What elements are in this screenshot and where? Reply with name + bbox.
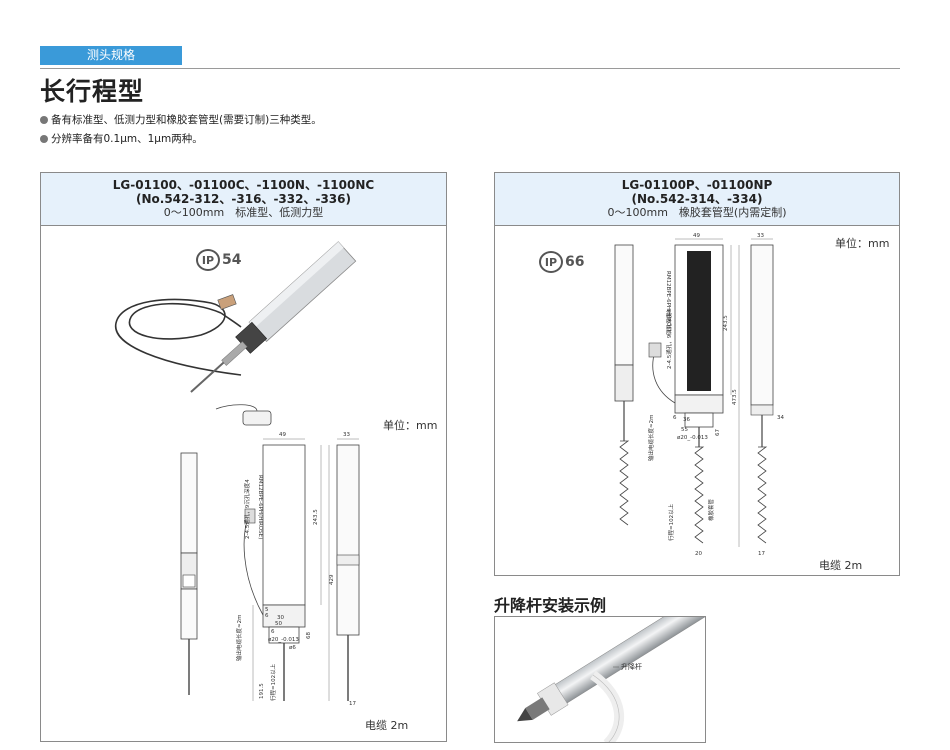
dimension-drawing: 49 33 243.5 429 RM12BPE-6PH(HIROSE) 2-4.…	[180, 404, 360, 707]
ip-shield-icon: IP	[196, 249, 220, 271]
dim-label: 50	[275, 621, 282, 627]
dim-label: 17	[758, 551, 765, 557]
bullet-item: 备有标准型、低测力型和橡胶套管型(需要订制)三种类型。	[40, 112, 322, 127]
dim-label: ø20_-0.013	[268, 637, 299, 643]
dim-label: 473.5	[732, 389, 738, 405]
unit-label: 单位：mm	[383, 419, 438, 432]
dim-label: 行程=102以上	[269, 663, 277, 701]
bullet-dot-icon	[40, 116, 48, 124]
dim-label: 243.5	[723, 315, 729, 331]
dim-label: 30	[277, 615, 284, 621]
dim-label: 2-4.5通孔，9沉孔深度4	[665, 309, 673, 369]
dim-label: 191.5	[259, 683, 265, 699]
ip-rating: 66	[565, 254, 585, 270]
dim-label: ø6	[289, 645, 296, 651]
model-number: (No.542-314、-334)	[631, 192, 763, 206]
model-name: LG-01100、-01100C、-1100N、-1100NC	[112, 178, 375, 192]
dim-label: 6	[265, 613, 269, 619]
dim-label: 33	[343, 432, 350, 438]
mount-example-title: 升降杆安装示例	[494, 596, 607, 615]
section-tab: 测头规格	[40, 46, 182, 65]
dim-label: 5	[265, 607, 269, 613]
dim-label: 20	[695, 551, 702, 557]
ip-rating-badge: IP 66	[539, 251, 584, 273]
section-divider	[40, 68, 900, 69]
spec-panel-standard: LG-01100、-01100C、-1100N、-1100NC (No.542-…	[40, 172, 447, 742]
panel-header: LG-01100、-01100C、-1100N、-1100NC (No.542-…	[41, 173, 446, 226]
dim-label: 67	[715, 429, 721, 436]
dim-label: 36	[683, 417, 690, 423]
mount-example-image: 升降杆	[494, 616, 706, 743]
dim-label: 2-4.5通孔，9沉孔深度4	[243, 479, 251, 539]
model-description: 0～100mm 橡胶套管型(内需定制)	[607, 206, 787, 219]
unit-label: 单位：mm	[835, 237, 890, 250]
dim-label: 输出电缆长度≈2m	[235, 615, 243, 661]
cable-length-label: 电缆 2m	[365, 719, 409, 732]
dim-label: 429	[329, 574, 335, 585]
product-photo	[115, 241, 357, 393]
bullet-dot-icon	[40, 135, 48, 143]
dim-label: 68	[306, 632, 312, 639]
dim-label: 34	[777, 415, 784, 421]
ip-shield-icon: IP	[539, 251, 563, 273]
dim-label: 6	[673, 415, 677, 421]
dim-label: 33	[757, 233, 764, 239]
ip-rating-badge: IP 54	[196, 249, 241, 271]
dimension-drawing: 49 33 243.5 473.5 RM12BPE-6PH(HIROSE) 2-…	[614, 233, 784, 557]
dim-label: 49	[279, 432, 286, 438]
dim-label: 243.5	[313, 509, 319, 525]
dim-label: RM12BPE-6PH(HIROSE)	[665, 271, 671, 335]
dim-label: 橡胶套管	[707, 498, 715, 521]
mount-illustration: 升降杆	[517, 617, 705, 742]
bullet-item: 分辨率备有0.1µm、1µm两种。	[40, 131, 203, 146]
dim-label: 6	[271, 629, 275, 635]
dim-label: 17	[349, 701, 356, 707]
cable-length-label: 电缆 2m	[819, 559, 863, 572]
mount-callout: 升降杆	[621, 662, 642, 671]
dim-label: 49	[693, 233, 700, 239]
dim-label: 输出电缆长度≈2m	[647, 415, 655, 461]
dim-label: 55	[681, 427, 688, 433]
spec-panel-rubber-boot: LG-01100P、-01100NP (No.542-314、-334) 0～1…	[494, 172, 900, 576]
dim-label: ø20_-0.013	[677, 435, 708, 441]
model-name: LG-01100P、-01100NP	[621, 178, 773, 192]
panel-header: LG-01100P、-01100NP (No.542-314、-334) 0～1…	[495, 173, 899, 226]
model-description: 0～100mm 标准型、低测力型	[163, 206, 324, 219]
ip-rating: 54	[222, 252, 242, 268]
model-number: (No.542-312、-316、-332、-336)	[136, 192, 351, 206]
dim-label: 行程=102以上	[667, 503, 675, 541]
dim-label: RM12BPE-6PH(HIROSE)	[257, 475, 263, 539]
page-title: 长行程型	[40, 77, 145, 106]
